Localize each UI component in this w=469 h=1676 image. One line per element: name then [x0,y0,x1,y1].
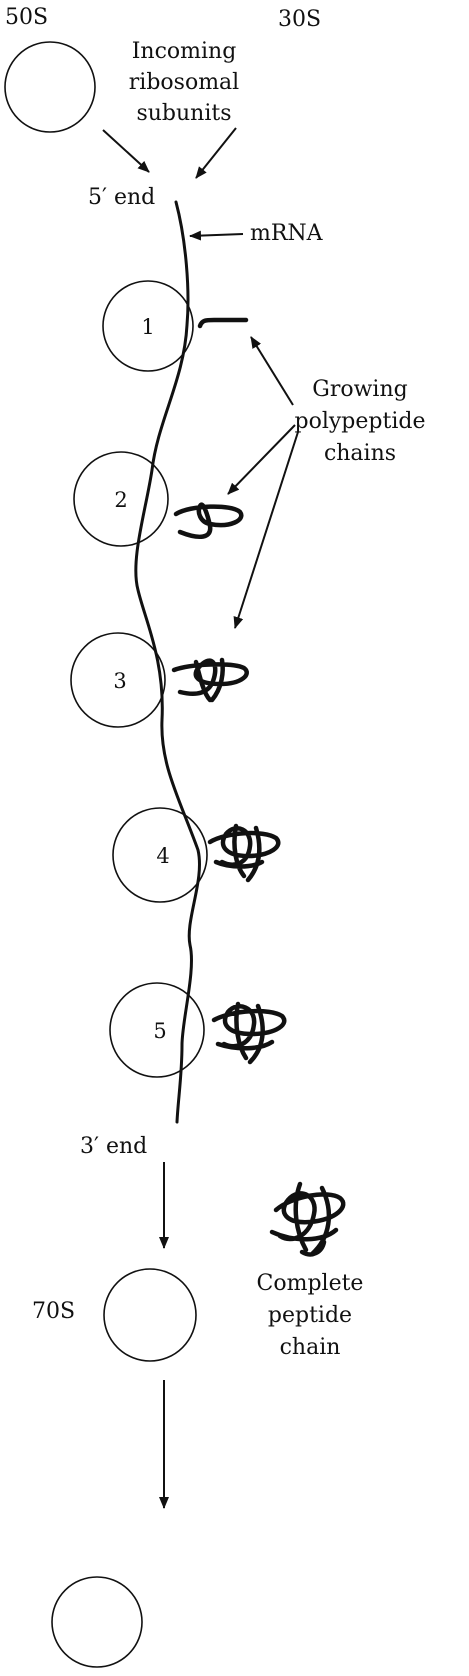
ribosome-1-circle [102,280,194,372]
ribosome-4-number: 4 [156,844,169,868]
label-5-prime-end: 5′ end [88,185,155,210]
polypeptide-chain-3 [171,657,249,703]
ribosome-1-number: 1 [141,315,154,339]
arrow-30s-in [195,127,237,179]
released-ribosome-circle [51,1576,143,1668]
label-incoming-line3: subunits [136,101,231,126]
label-growing-line2: polypeptide [295,409,426,434]
ribosome-3-number: 3 [113,669,126,693]
label-complete-line1: Complete [257,1271,364,1296]
ribosome-2-circle [73,451,169,547]
polypeptide-chain-1 [197,317,249,329]
ribosome-4-circle [112,807,208,903]
label-3-prime-end: 3′ end [80,1134,147,1159]
label-50s: 50S [5,5,48,30]
arrow-50s-in [102,129,150,173]
ribosome-3-circle [70,632,166,728]
ribosome-70s-circle [103,1268,197,1362]
label-complete-line2: peptide [268,1303,352,1328]
ribosome-5-number: 5 [153,1019,166,1043]
arrow-growing-to-chain1 [250,336,294,406]
arrow-growing-to-chain3 [233,431,299,629]
label-incoming-line1: Incoming [132,39,237,64]
complete-peptide-chain [269,1181,346,1257]
polypeptide-chain-4 [207,823,281,883]
label-growing-line3: chains [324,441,396,466]
label-complete-line3: chain [280,1335,341,1360]
mrna-strand [134,200,201,1124]
ribosome-2-number: 2 [114,488,127,512]
polypeptide-chain-5 [211,1001,287,1065]
label-70s: 70S [32,1299,75,1324]
label-incoming-line2: ribosomal [129,70,239,95]
ribosome-5-circle [109,982,205,1078]
polypeptide-chain-2 [173,502,244,540]
arrow-mrna [189,230,244,241]
label-30s: 30S [278,7,321,32]
label-mrna: mRNA [250,221,324,246]
subunit-50s-circle [4,41,96,133]
arrow-growing-to-chain2 [227,424,296,495]
label-growing-line1: Growing [312,377,407,402]
